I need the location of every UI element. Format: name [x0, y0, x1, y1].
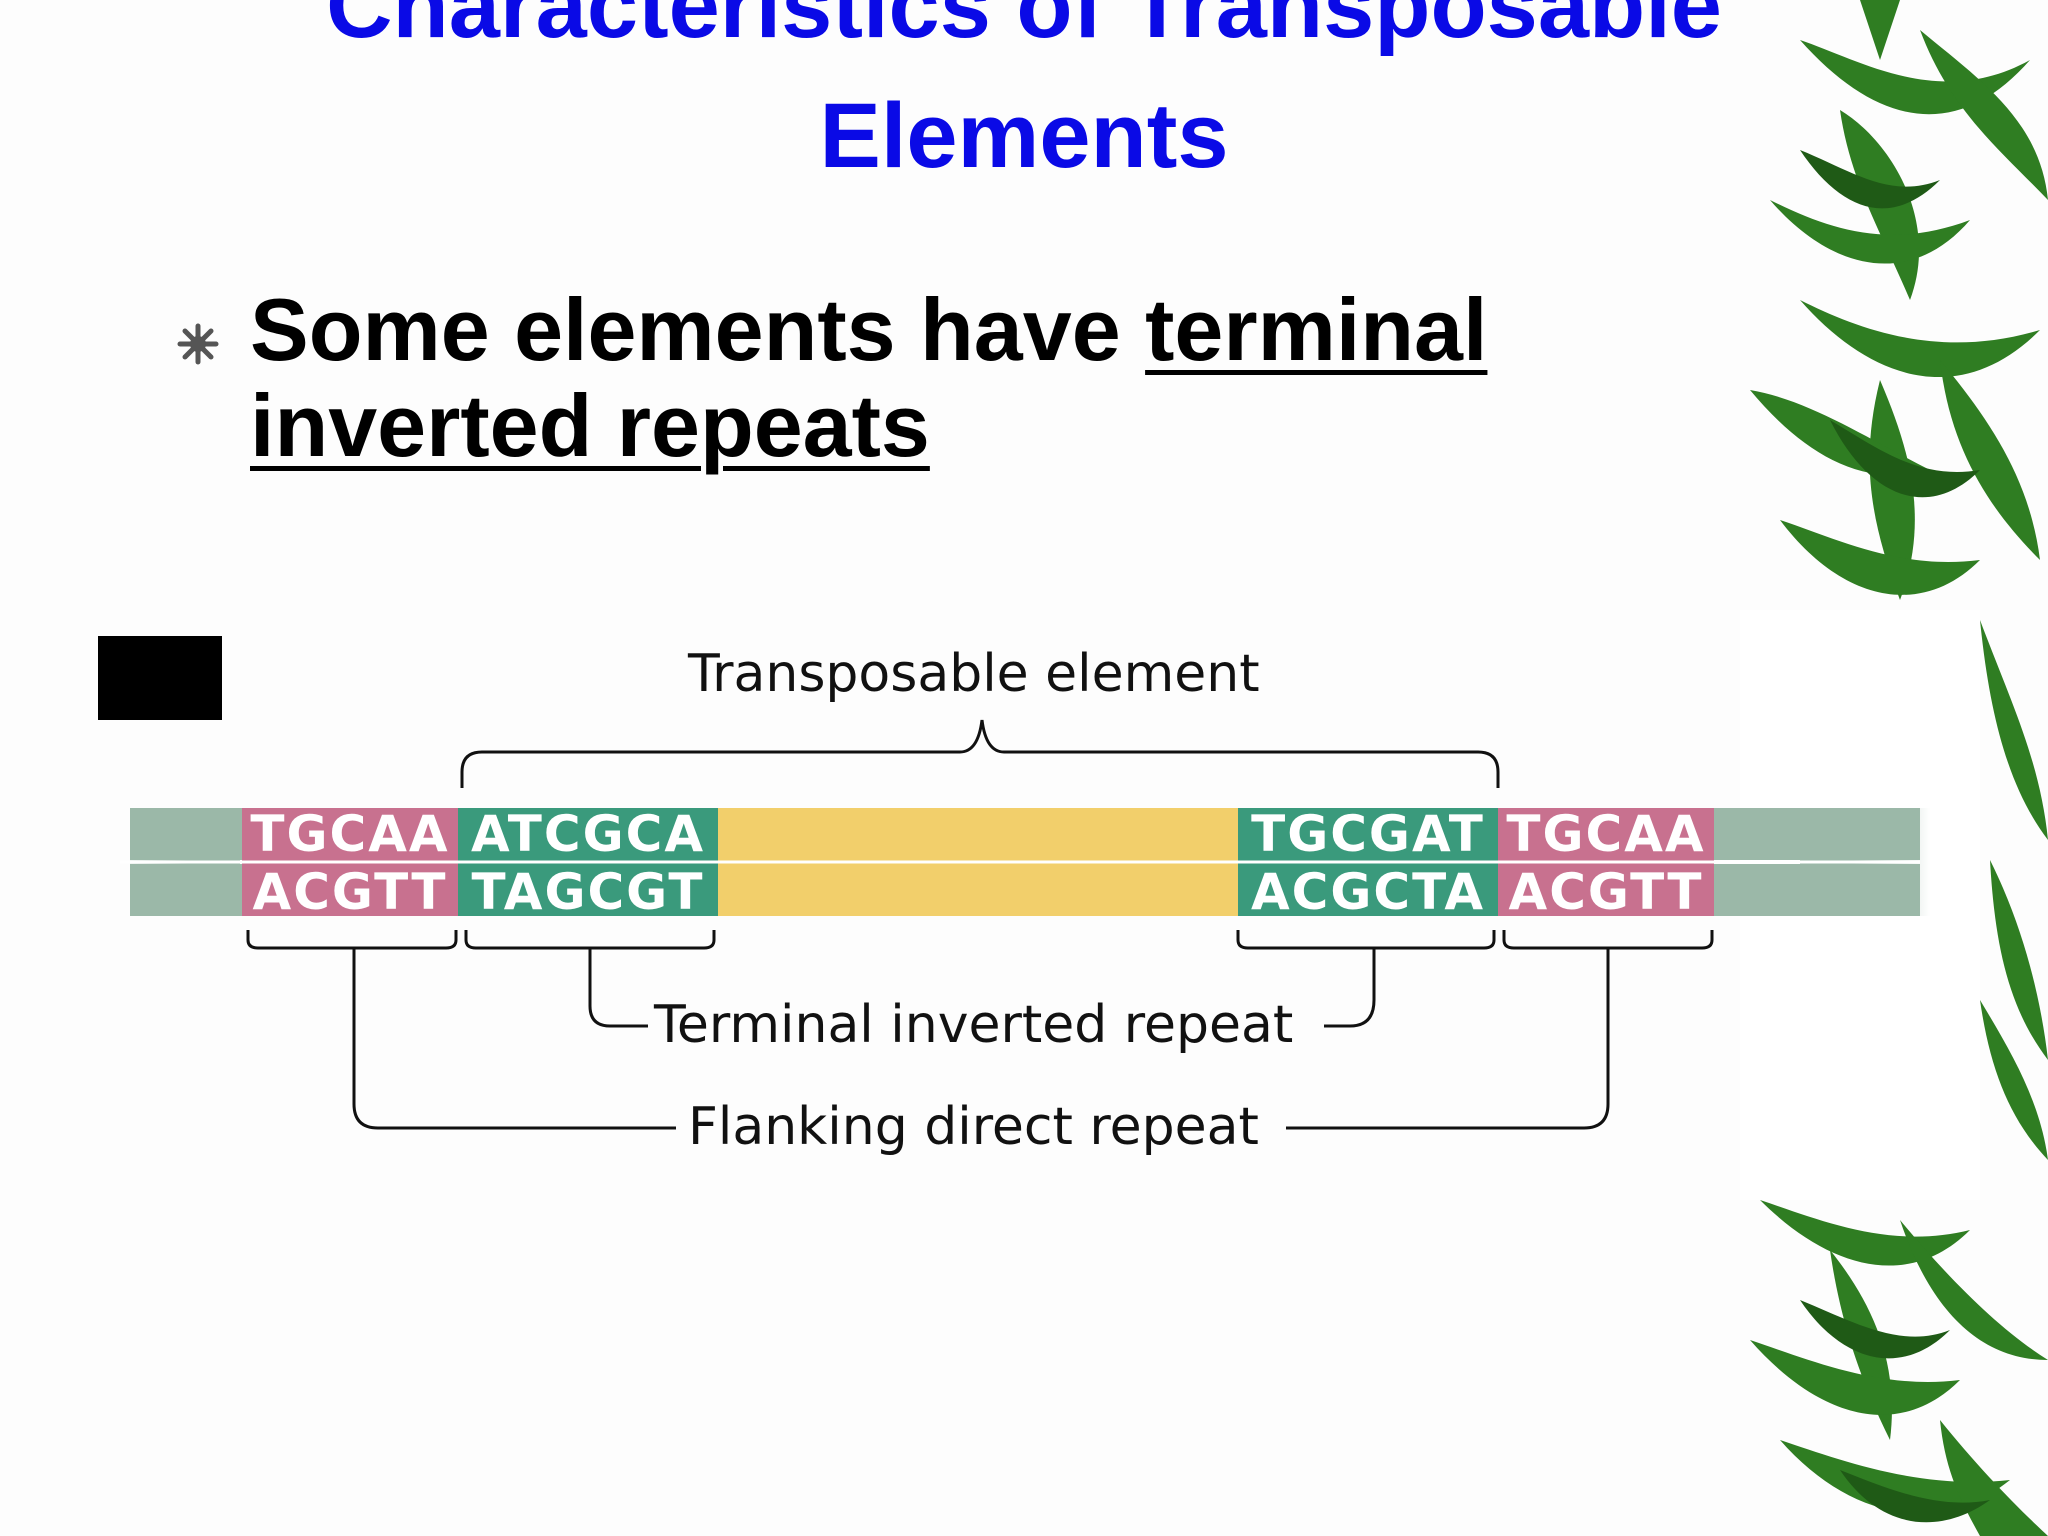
flanking-direct-repeat-label: Flanking direct repeat	[688, 1097, 1259, 1157]
right-tir-top-seq: TGCGAT	[1251, 805, 1485, 863]
bamboo-decoration	[1740, 0, 2048, 1536]
transposable-element-label: Transposable element	[688, 644, 1260, 704]
black-rectangle	[98, 636, 222, 720]
right-tir-bottom-seq: ACGCTA	[1250, 863, 1486, 921]
bullet-plain-text: Some elements have	[250, 280, 1146, 379]
left-tir-top-seq: ATCGCA	[470, 805, 706, 863]
left-flank-bracket	[246, 930, 458, 950]
bullet-underlined-terminal: terminal	[1145, 280, 1488, 379]
tir-connector-right	[1324, 948, 1376, 1028]
right-flank-bottom-seq: ACGTT	[1508, 863, 1704, 921]
slide-title-line2: Elements	[819, 85, 1229, 187]
right-flank-bracket	[1502, 930, 1714, 950]
bullet-underlined-inverted-repeats: inverted repeats	[250, 376, 930, 475]
left-tir-bottom-seq: TAGCGT	[471, 863, 705, 921]
bullet-text: Some elements have terminal inverted repe…	[250, 282, 1750, 474]
left-tir-bracket	[464, 930, 716, 950]
tir-connector-left	[588, 948, 648, 1028]
terminal-inverted-repeat-label: Terminal inverted repeat	[654, 995, 1294, 1055]
star-bullet-icon	[177, 323, 219, 365]
element-brace	[460, 719, 1500, 788]
right-tir-bracket	[1236, 930, 1496, 950]
left-flank-top-seq: TGCAA	[250, 805, 450, 863]
left-flank-bottom-seq: ACGTT	[252, 863, 448, 921]
right-flank-top-seq: TGCAA	[1506, 805, 1706, 863]
fdr-connector-left	[352, 948, 676, 1130]
fdr-connector-right	[1286, 948, 1610, 1130]
slide-title-line1: Characteristics of Transposable	[326, 0, 1722, 57]
